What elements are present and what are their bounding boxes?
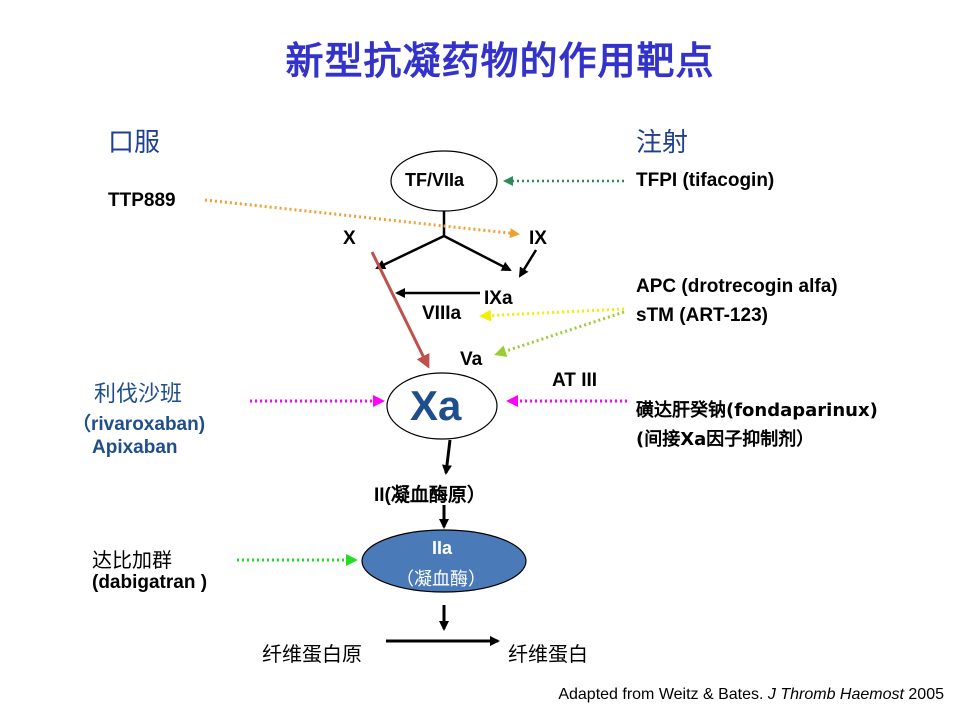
tf-to-left-arrow bbox=[375, 234, 445, 270]
xa-label: Xa bbox=[410, 382, 462, 429]
xa-node bbox=[386, 372, 498, 440]
iia-node bbox=[361, 529, 527, 593]
prothrombin-label: II(凝血酶原） bbox=[374, 485, 486, 506]
apc-label: APC (drotrecogin alfa) bbox=[636, 276, 838, 297]
stm-label: sTM (ART-123) bbox=[636, 305, 768, 326]
viiia-label: VIIIa bbox=[422, 303, 462, 324]
injection-header: 注射 bbox=[636, 128, 689, 158]
at3-label: AT III bbox=[552, 370, 598, 391]
iia-label: IIa bbox=[432, 538, 453, 558]
fibrin-label: 纤维蛋白 bbox=[508, 642, 588, 666]
tf-to-ixa-arrow bbox=[443, 234, 512, 272]
fondaparinux-note: (间接Xa因子抑制剂） bbox=[636, 429, 815, 450]
oral-header: 口服 bbox=[108, 128, 161, 158]
thrombin-cn-label: （凝血酶） bbox=[396, 569, 486, 590]
citation: Adapted from Weitz & Bates. J Thromb Hae… bbox=[558, 686, 944, 704]
fibrinogen-label: 纤维蛋白原 bbox=[262, 642, 362, 666]
stm-arrow bbox=[494, 310, 625, 357]
apc-arrow bbox=[479, 307, 625, 322]
va-label: Va bbox=[460, 349, 483, 370]
apixaban-label: Apixaban bbox=[92, 437, 178, 458]
fondaparinux-label: 磺达肝癸钠(fondaparinux) bbox=[636, 400, 878, 421]
page-title: 新型抗凝药物的作用靶点 bbox=[285, 39, 715, 83]
ix-label: IX bbox=[529, 228, 547, 249]
x-label: X bbox=[343, 228, 356, 249]
ix-to-ixa-arrow bbox=[518, 249, 538, 278]
rivaroxaban-cn-label: 利伐沙班 bbox=[94, 382, 183, 407]
citation-year: 2005 bbox=[903, 686, 944, 703]
ttp889-label: TTP889 bbox=[108, 190, 176, 211]
citation-prefix: Adapted from Weitz & Bates. bbox=[558, 686, 768, 703]
ixa-label: IXa bbox=[484, 288, 513, 309]
dabigatran-en-label: (dabigatran ) bbox=[92, 572, 208, 593]
dabigatran-cn-label: 达比加群 bbox=[92, 548, 172, 572]
xa-to-ii-arrow bbox=[441, 439, 452, 475]
tf-viia-label: TF/VIIa bbox=[405, 170, 465, 190]
tfpi-label: TFPI (tifacogin) bbox=[636, 170, 775, 191]
rivaroxaban-en-label: （rivaroxaban) bbox=[72, 414, 206, 435]
citation-journal: J Thromb Haemost bbox=[767, 686, 904, 703]
x-to-xa-arrow bbox=[370, 251, 430, 369]
